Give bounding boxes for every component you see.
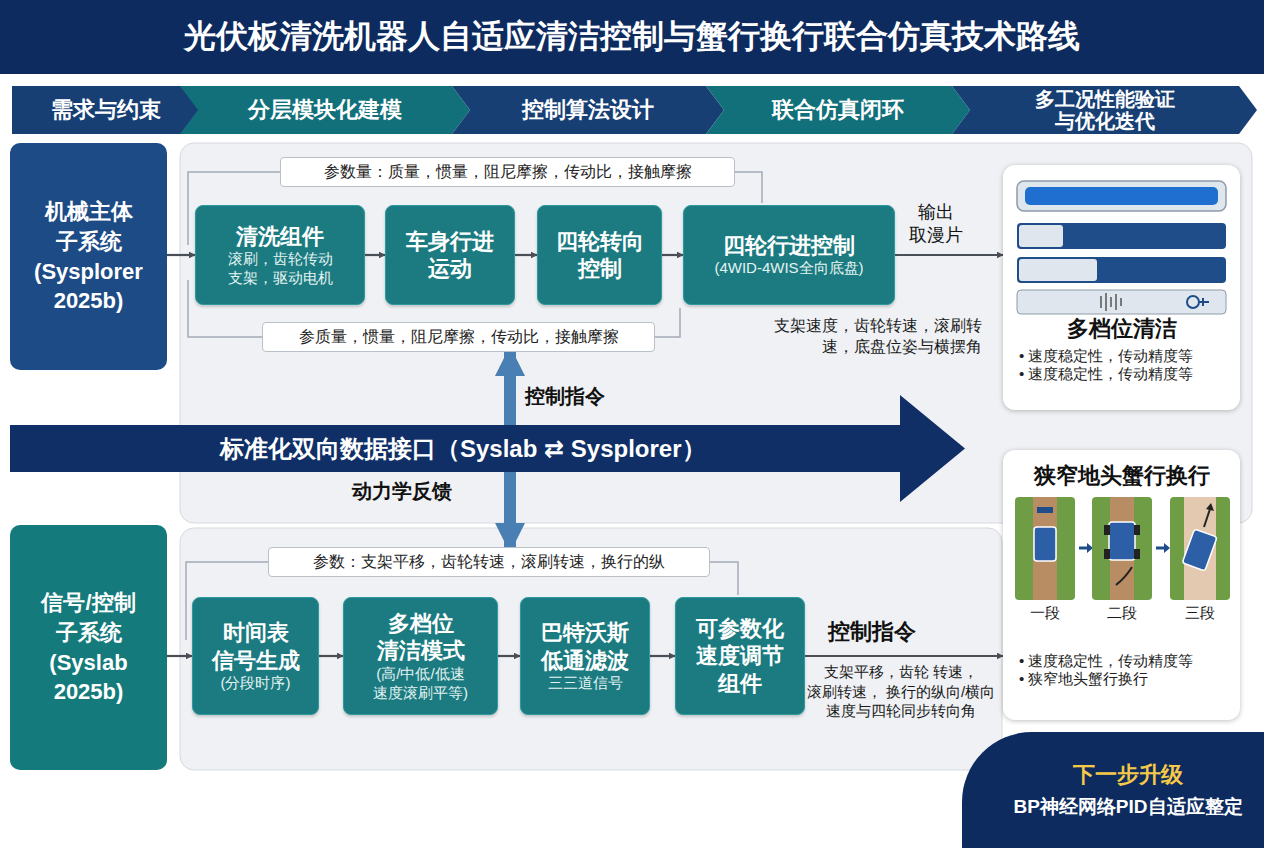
edge-label: 输出 取漫片 — [905, 201, 967, 248]
node-heading: 巴特沃斯 低通滤波 — [529, 619, 641, 674]
flow-arrow — [167, 655, 192, 657]
parameter-tab: 参质量，惯量，阻尼摩擦，传动比，接触摩擦 — [262, 322, 655, 352]
node-heading: 需求与约束 — [51, 98, 161, 122]
gear-bars-illustration — [1003, 165, 1240, 315]
node-heading: 四轮行进控制 — [723, 232, 855, 260]
node-heading: 时间表 信号生成 — [201, 619, 310, 674]
node-heading: 标准化双向数据接口（Syslab ⇄ Sysplorer） — [220, 434, 706, 464]
parameter-tab: 参数：支架平移，齿轮转速，滚刷转速，换行的纵 — [268, 547, 710, 577]
flow-arrow — [895, 254, 1003, 256]
process-box: 可参数化 速度调节 组件 — [675, 597, 805, 715]
node-body: 滚刷，齿轮传动 支架，驱动电机 — [204, 250, 356, 288]
node-heading: 参数量：质量，惯量，阻尼摩擦，传动比，接触摩擦 — [324, 162, 692, 182]
node-heading: 参质量，惯量，阻尼摩擦，传动比，接触摩擦 — [299, 327, 619, 347]
stage-chevron: 分层模块化建模 — [180, 86, 470, 134]
flow-arrow — [319, 655, 343, 657]
node-heading: 信号/控制 子系统 (Syslab 2025b) — [18, 588, 159, 707]
node-body: (分段时序) — [221, 674, 291, 693]
upgrade-badge: 下一步升级 BP神经网络PID自适应整定 — [962, 732, 1264, 848]
diagram-title: 光伏板清洗机器人自适应清洁控制与蟹行换行联合仿真技术路线 — [0, 0, 1264, 74]
signal-note: 支架平移，齿轮 转速，滚刷转速， 换行的纵向/横向 速度与四轮同步转向角 — [803, 662, 999, 721]
node-body: • 速度稳定性，传动精度等 — [1013, 347, 1230, 366]
process-box: 多档位 清洁模式(高/中低/低速 速度滚刷平等) — [343, 597, 498, 715]
stage-caption: 三段 — [1175, 603, 1225, 623]
process-box: 车身行进 运动 — [385, 205, 515, 305]
signal-note: 支架速度，齿轮转速，滚刷转速，底盘位姿与横摆角 — [752, 316, 982, 358]
node-heading: 多档位清洁 — [1067, 315, 1177, 343]
node-heading: 清洗组件 — [236, 223, 324, 251]
process-box: 巴特沃斯 低通滤波三三道信号 — [520, 597, 650, 715]
flow-arrow — [805, 655, 1003, 657]
stage-caption: 一段 — [1020, 603, 1070, 623]
edge-label: 控制指令 — [812, 618, 932, 647]
parameter-tab: 参数量：质量，惯量，阻尼摩擦，传动比，接触摩擦 — [280, 157, 735, 187]
node-heading: 车身行进 运动 — [394, 228, 506, 283]
node-heading: 可参数化 速度调节 组件 — [684, 615, 796, 698]
flow-arrow — [167, 254, 195, 256]
data-exchange-arrow — [504, 352, 516, 425]
node-body: 三三道信号 — [548, 674, 623, 693]
stage-chevron: 联合仿真闭环 — [706, 86, 970, 134]
stage-chevron: 控制算法设计 — [452, 86, 724, 134]
subsystem-block: 信号/控制 子系统 (Syslab 2025b) — [10, 525, 167, 770]
result-card: 多档位清洁 • 速度稳定性，传动精度等• 速度稳定性，传动精度等 — [1003, 165, 1240, 410]
node-body: (高/中低/低速 速度滚刷平等) — [352, 665, 489, 703]
flow-arrow — [662, 254, 683, 256]
edge-label: 控制指令 — [525, 383, 625, 409]
node-heading: 多档位 清洁模式 — [352, 610, 489, 665]
node-heading: 多工况性能验证 与优化迭代 — [998, 88, 1211, 132]
stage-chevron: 多工况性能验证 与优化迭代 — [952, 86, 1257, 134]
node-heading: 控制算法设计 — [522, 98, 654, 122]
node-body: • 速度稳定性，传动精度等 — [1013, 652, 1230, 671]
result-card: 狭窄地头蟹行换行 • 速度稳定性，传动精度等• 狭窄地头蟹行换行 — [1003, 450, 1240, 720]
process-box: 时间表 信号生成(分段时序) — [192, 597, 319, 715]
process-box: 清洗组件滚刷，齿轮传动 支架，驱动电机 — [195, 205, 365, 305]
subsystem-block: 机械主体 子系统 (Sysplorer 2025b) — [10, 143, 167, 370]
node-body: • 狭窄地头蟹行换行 — [1013, 670, 1230, 689]
node-heading: 分层模块化建模 — [248, 98, 402, 122]
flow-arrow — [515, 254, 537, 256]
control-panel — [180, 528, 1002, 770]
process-box: 四轮转向 控制 — [537, 205, 662, 305]
node-body: • 速度稳定性，传动精度等 — [1013, 365, 1230, 384]
node-heading: 参数：支架平移，齿轮转速，滚刷转速，换行的纵 — [313, 552, 665, 572]
node-heading: 联合仿真闭环 — [772, 98, 904, 122]
node-heading: 下一步升级 — [1073, 761, 1183, 789]
node-heading: 四轮转向 控制 — [546, 228, 653, 283]
node-body: (4WID-4WIS全向底盘) — [714, 259, 863, 278]
flow-arrow — [498, 655, 520, 657]
process-box: 四轮行进控制(4WID-4WIS全向底盘) — [683, 205, 895, 305]
data-exchange-arrow — [504, 472, 516, 547]
node-heading: 狭窄地头蟹行换行 — [1034, 462, 1210, 490]
node-heading: 机械主体 子系统 (Sysplorer 2025b) — [18, 197, 159, 316]
node-body: BP神经网络PID自适应整定 — [1013, 795, 1242, 819]
edge-label: 动力学反馈 — [352, 478, 472, 504]
interface-band: 标准化双向数据接口（Syslab ⇄ Sysplorer） — [10, 425, 940, 472]
stage-caption: 二段 — [1097, 603, 1147, 623]
flow-arrow — [365, 254, 385, 256]
title-bar — [0, 0, 1264, 74]
stage-chevron: 需求与约束 — [12, 86, 200, 134]
flow-arrow — [650, 655, 675, 657]
